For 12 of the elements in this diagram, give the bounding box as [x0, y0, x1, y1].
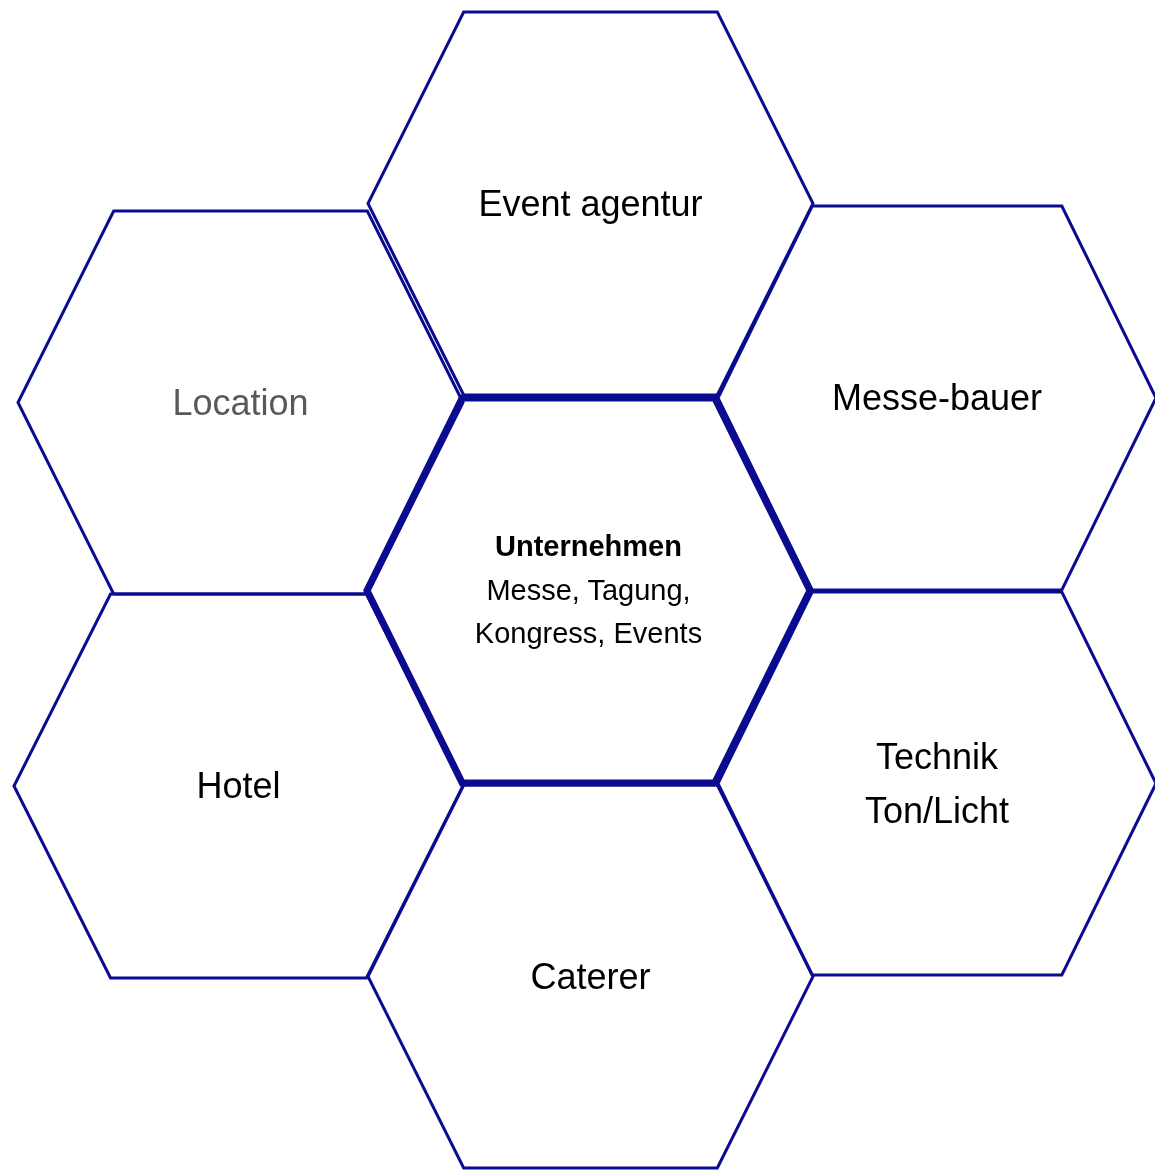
tile-label: Event agentur: [478, 181, 703, 226]
hexagon-tile: [368, 12, 813, 395]
hexagon-tile: [14, 594, 463, 978]
hexagon-tile: [718, 592, 1155, 975]
tile-label: Technik Ton/Licht: [863, 734, 1011, 833]
hexagon-tile: [368, 785, 813, 1168]
hexagon-tile: [18, 211, 463, 594]
tile-label: Caterer: [530, 954, 651, 999]
tile-label: Hotel: [196, 764, 281, 808]
tile-label: Messe-bauer: [831, 376, 1043, 420]
hexagon-tile: [718, 206, 1155, 590]
tile-label: Location: [172, 380, 309, 425]
